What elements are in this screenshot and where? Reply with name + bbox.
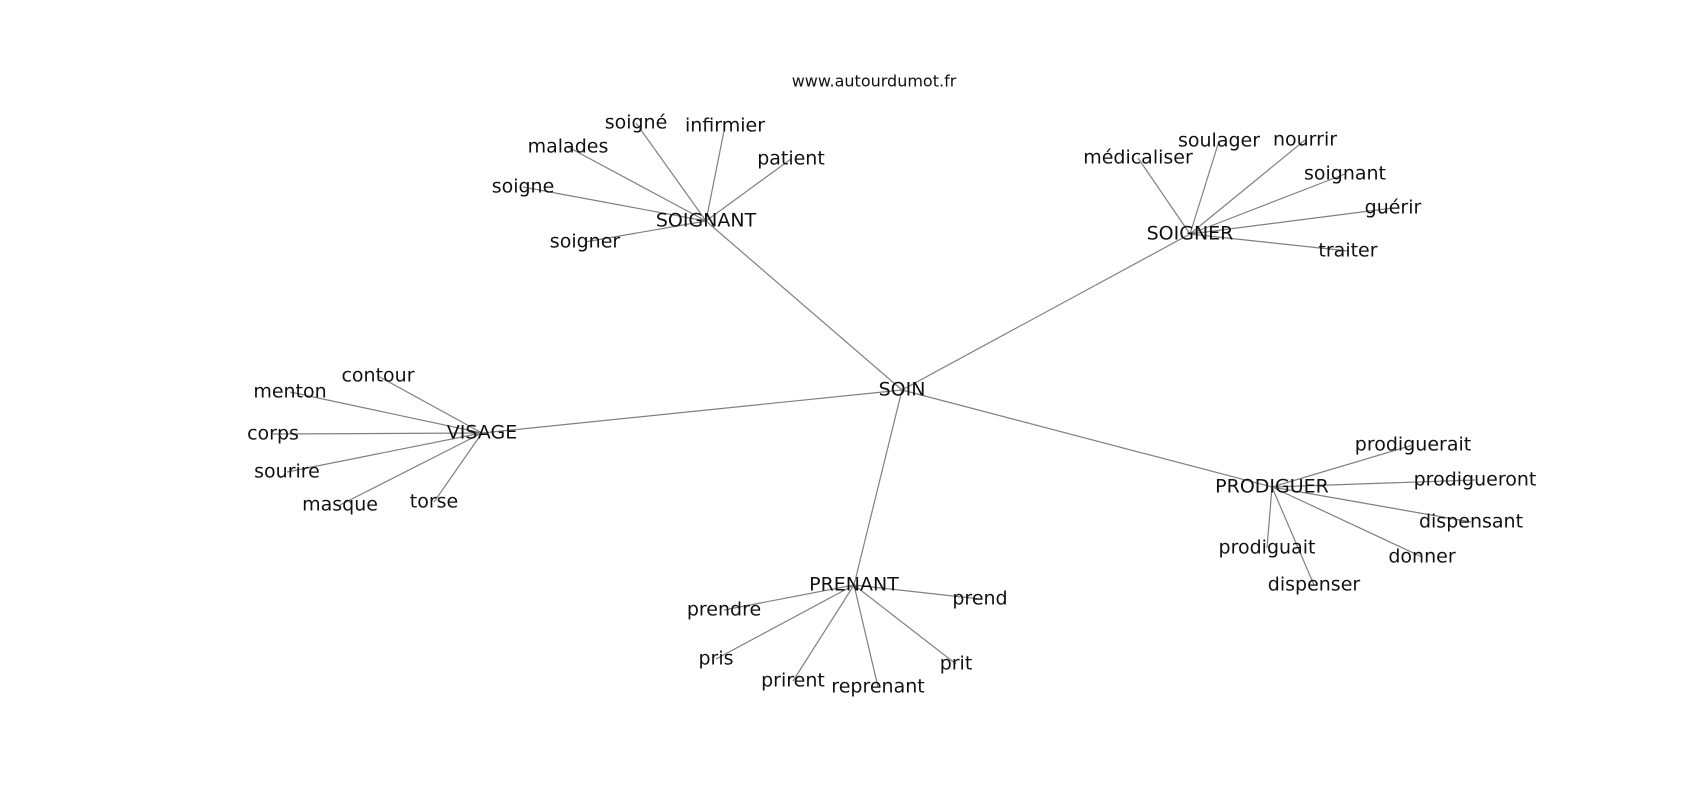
edge-hub-to-leaf [1271, 486, 1315, 586]
site-url: www.autourdumot.fr [792, 72, 957, 91]
edge-hub-to-leaf [792, 584, 855, 682]
leaf-node: prodiguerait [1355, 434, 1471, 456]
leaf-node: corps [247, 423, 299, 445]
leaf-node: guérir [1365, 197, 1422, 219]
edge-hub-to-leaf [1271, 486, 1472, 523]
leaf-node: prendre [687, 599, 761, 621]
hub-node: PRENANT [809, 574, 899, 596]
edge-hub-to-leaf [853, 584, 981, 600]
leaf-node: masque [302, 494, 378, 516]
labels: SOIN SOIGNANT soigné infirmier patient malade… [247, 112, 1536, 698]
edge-center-to-hub [901, 389, 1273, 488]
edge-hub-to-leaf [715, 584, 855, 660]
leaf-node: dispensant [1419, 511, 1523, 533]
edge-hub-to-leaf [289, 391, 483, 434]
edge-hub-to-leaf [1271, 444, 1414, 488]
edge-center-to-hub [901, 233, 1191, 391]
leaf-node: prirent [761, 670, 825, 692]
edges [272, 122, 1476, 688]
edge-hub-to-leaf [272, 432, 483, 435]
edge-hub-to-leaf [522, 186, 707, 222]
leaf-node: traiter [1318, 240, 1377, 262]
leaf-node: malades [528, 136, 609, 158]
leaf-node: infirmier [685, 115, 765, 137]
edge-hub-to-leaf [567, 146, 707, 222]
hub-node: PRODIGUER [1215, 476, 1329, 498]
leaf-node: sourire [254, 461, 320, 483]
center-node: SOIN [879, 379, 926, 401]
edge-hub-to-leaf [853, 584, 957, 665]
leaf-node: dispenser [1268, 574, 1361, 596]
leaf-node: nourrir [1273, 129, 1337, 151]
leaf-node: prit [940, 653, 973, 675]
edge-hub-to-leaf [584, 220, 707, 243]
leaf-node: menton [253, 381, 326, 403]
leaf-node: soigner [550, 231, 621, 253]
leaf-node: prend [952, 588, 1007, 610]
edge-hub-to-leaf [853, 584, 879, 688]
edge-center-to-hub [705, 220, 903, 391]
edge-hub-to-leaf [433, 432, 483, 503]
edge-hub-to-leaf [1189, 173, 1346, 235]
edge-hub-to-leaf [1266, 486, 1273, 549]
leaf-node: donner [1388, 546, 1455, 568]
edge-hub-to-leaf [1189, 140, 1220, 235]
leaf-node: contour [341, 365, 414, 387]
edge-hub-to-leaf [1189, 233, 1349, 252]
leaf-node: prodigueront [1414, 469, 1537, 491]
edge-hub-to-leaf [705, 158, 792, 222]
edge-hub-to-leaf [1189, 207, 1394, 235]
edge-center-to-hub [481, 389, 903, 434]
edge-hub-to-leaf [286, 432, 483, 473]
leaf-node: reprenant [831, 676, 924, 698]
leaf-node: soigné [605, 112, 668, 134]
edge-hub-to-leaf [1137, 157, 1191, 235]
edge-hub-to-leaf [1189, 139, 1306, 235]
hub-node: VISAGE [447, 422, 517, 444]
edge-hub-to-leaf [377, 375, 483, 434]
edge-center-to-hub [853, 389, 903, 586]
hub-node: SOIGNANT [656, 210, 757, 232]
edge-hub-to-leaf [635, 122, 707, 222]
leaf-node: soigne [492, 176, 555, 198]
leaf-node: torse [410, 491, 458, 513]
leaf-node: patient [757, 148, 825, 170]
leaf-node: médicaliser [1083, 147, 1193, 169]
leaf-node: soulager [1178, 130, 1260, 152]
edge-hub-to-leaf [1271, 486, 1423, 558]
edge-hub-to-leaf [723, 584, 855, 611]
edge-hub-to-leaf [339, 432, 483, 506]
edge-hub-to-leaf [1271, 479, 1476, 488]
leaf-node: prodiguait [1219, 537, 1316, 559]
leaf-node: pris [698, 648, 733, 670]
edge-hub-to-leaf [705, 125, 726, 222]
leaf-node: soignant [1304, 163, 1386, 185]
hub-node: SOIGNER [1147, 223, 1234, 245]
